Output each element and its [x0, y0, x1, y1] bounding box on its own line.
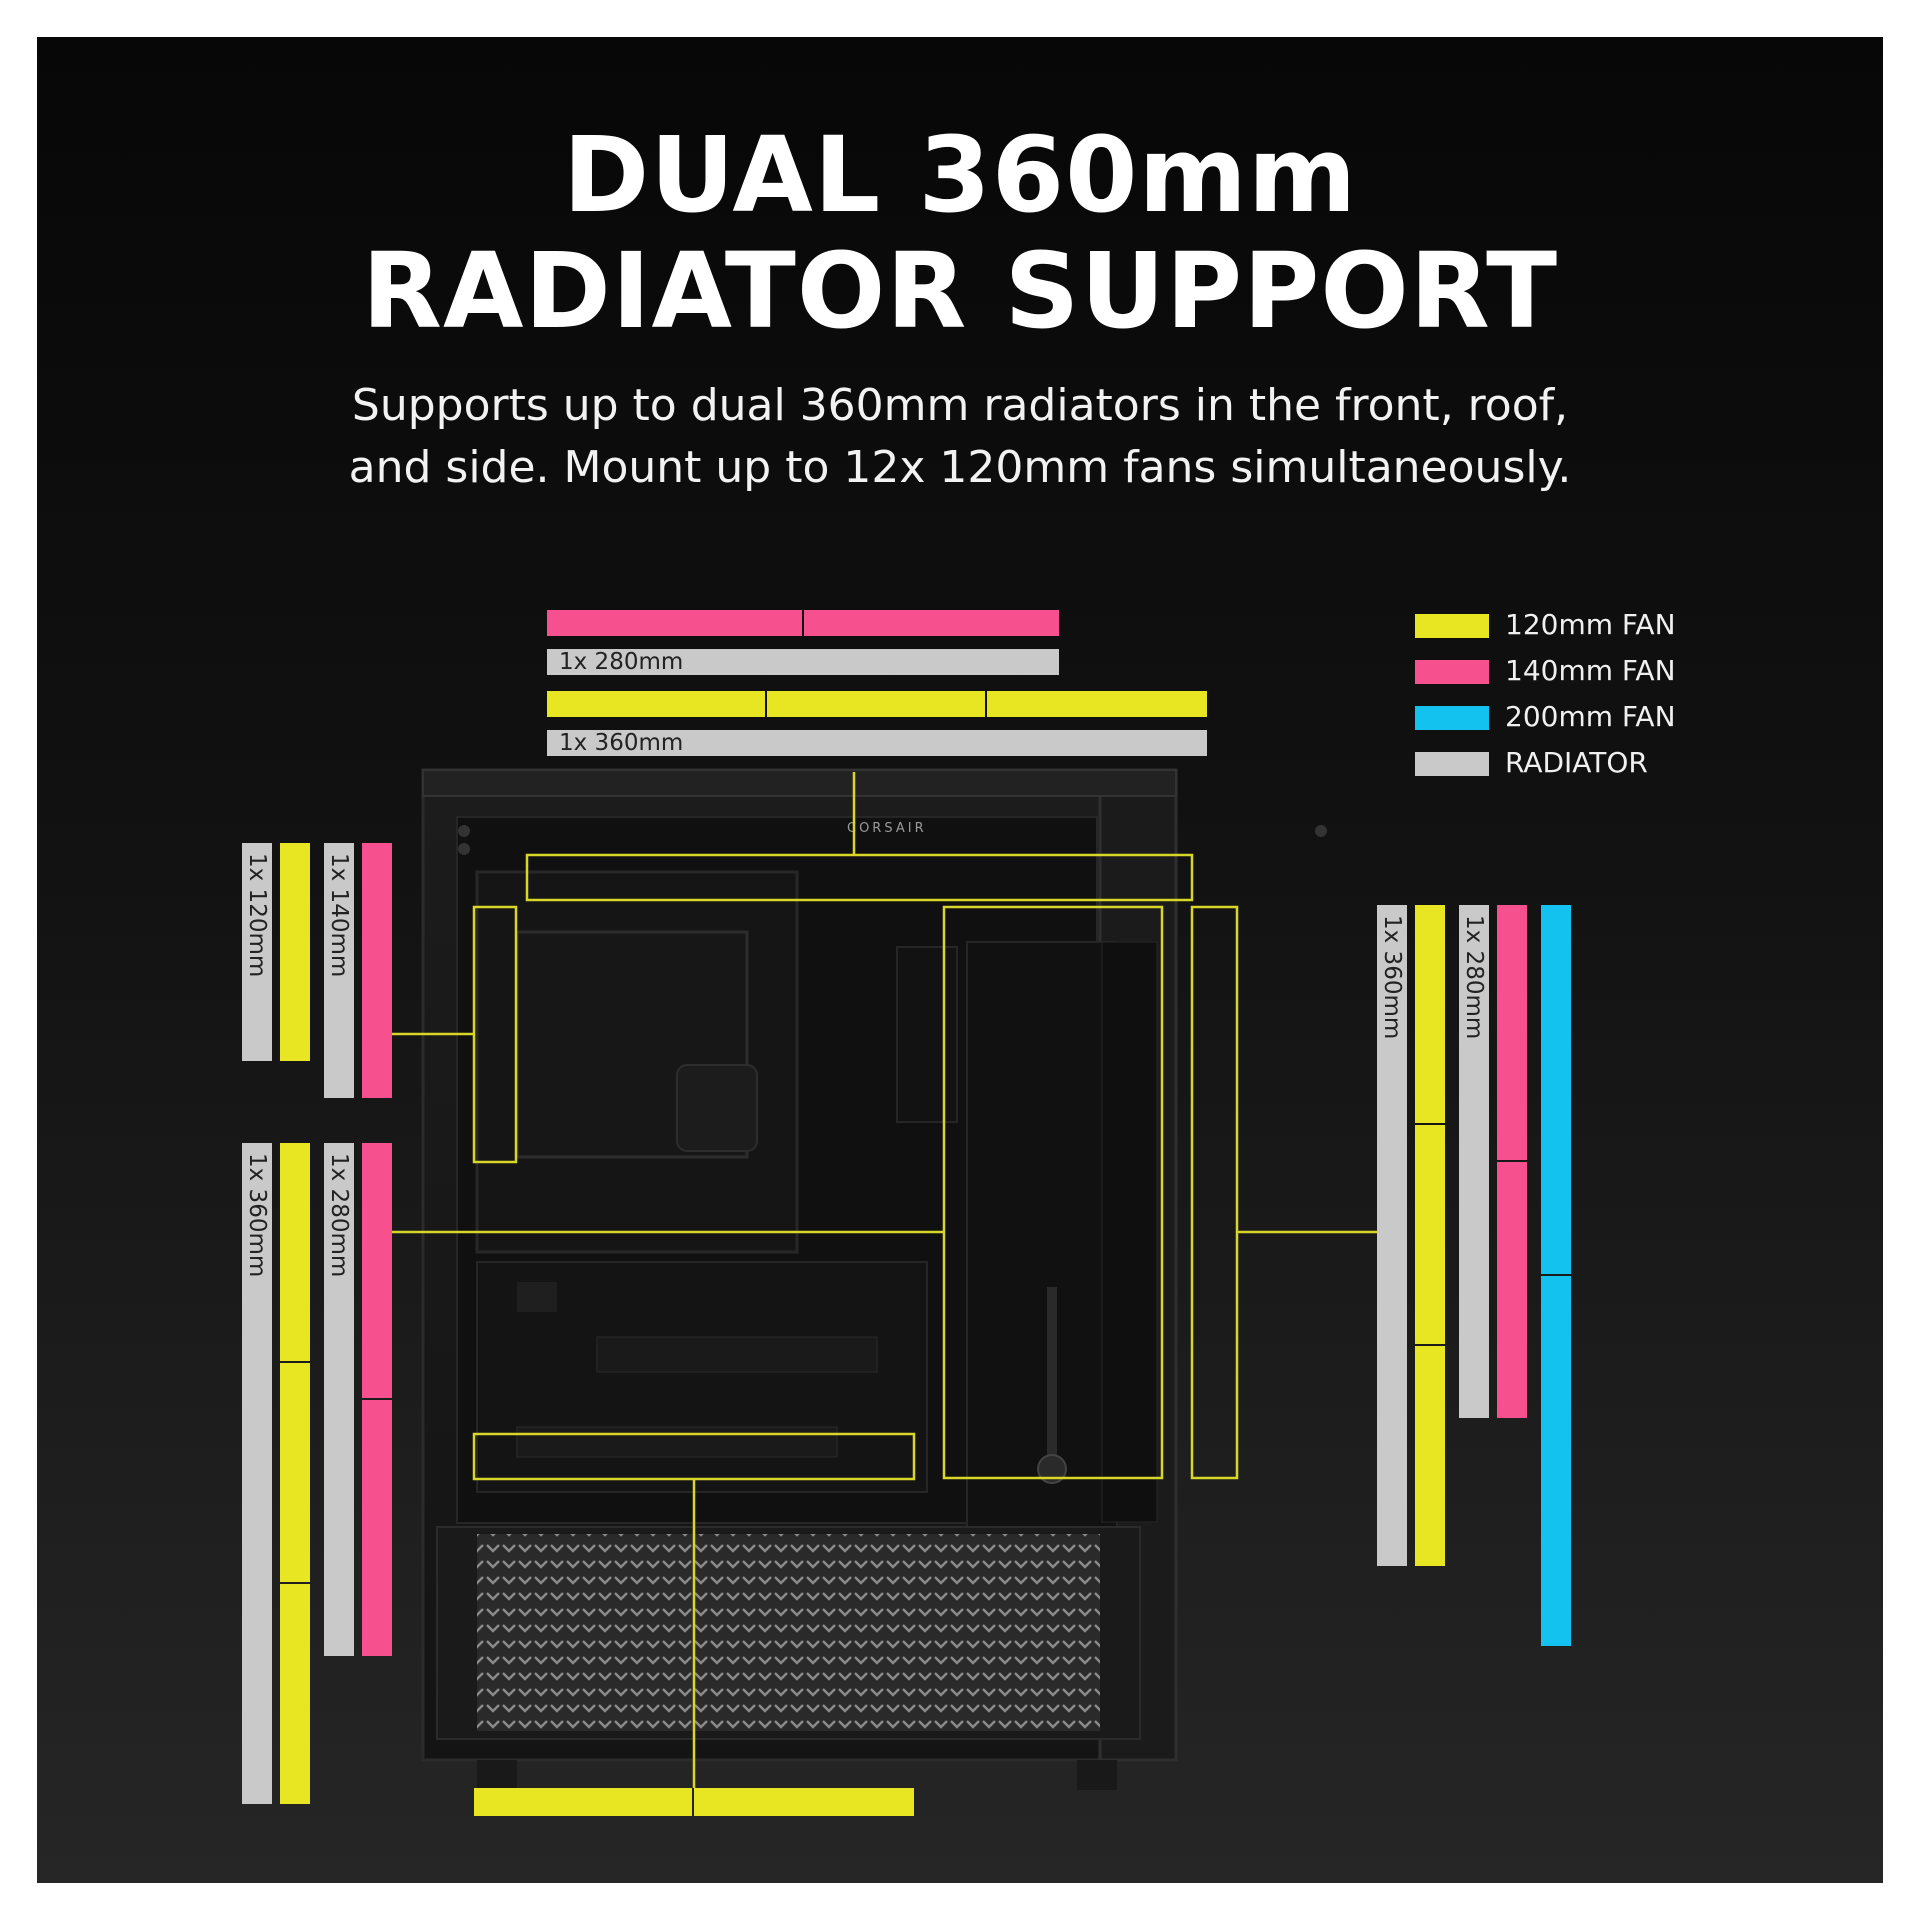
front-120mm-fan-3 — [280, 1584, 310, 1804]
legend-label: 200mm FAN — [1505, 700, 1676, 733]
top-280mm-radiator: 1x 280mm — [547, 649, 1059, 675]
top-mount-outline — [525, 853, 1194, 902]
legend-swatch-120mm — [1415, 614, 1489, 638]
front-mount-outline — [1190, 905, 1239, 1480]
bottom-120mm-fan-2 — [694, 1788, 914, 1816]
rear-140mm-label: 1x 140mm — [326, 853, 352, 978]
tray-rail — [516, 1426, 838, 1458]
front-280mm-label: 1x 280mm — [326, 1153, 352, 1278]
top-140mm-fan-2 — [804, 610, 1059, 636]
tray-hole — [517, 1282, 557, 1312]
case-top-plate — [422, 769, 1177, 797]
side-200mm-fan-1 — [1541, 905, 1571, 1274]
description: Supports up to dual 360mm radiators in t… — [37, 375, 1883, 499]
gpu-side-mount-outline — [942, 905, 1164, 1480]
legend-swatch-radiator — [1415, 752, 1489, 776]
side-360mm-radiator: 1x 360mm — [1377, 905, 1407, 1566]
legend-label: RADIATOR — [1505, 746, 1648, 779]
side-280mm-radiator: 1x 280mm — [1459, 905, 1489, 1418]
top-120mm-fan-3 — [987, 691, 1207, 717]
gpu-support-area — [966, 941, 1118, 1528]
top-360mm-radiator: 1x 360mm — [547, 730, 1207, 756]
top-140mm-fan-1 — [547, 610, 802, 636]
top-280mm-label: 1x 280mm — [559, 649, 684, 675]
side-140mm-fan-1 — [1497, 905, 1527, 1160]
side-280mm-label: 1x 280mm — [1461, 915, 1487, 1040]
top-360mm-label: 1x 360mm — [559, 730, 684, 756]
front-280mm-radiator: 1x 280mm — [324, 1143, 354, 1656]
description-line-2: and side. Mount up to 12x 120mm fans sim… — [348, 442, 1572, 493]
infographic-panel: DUAL 360mm RADIATOR SUPPORT Supports up … — [37, 37, 1883, 1883]
front-120mm-fan-2 — [280, 1363, 310, 1582]
side-360mm-label: 1x 360mm — [1379, 915, 1405, 1040]
front-120mm-fan-1 — [280, 1143, 310, 1361]
case-brand-label: CORSAIR — [847, 821, 927, 836]
mount-outlines — [392, 772, 1377, 1788]
description-line-1: Supports up to dual 360mm radiators in t… — [351, 380, 1569, 431]
case-foot — [477, 1760, 517, 1790]
front-140mm-fan-2 — [362, 1400, 392, 1656]
case-foot — [1077, 1760, 1117, 1790]
bottom-mount-outline — [472, 1432, 916, 1481]
side-200mm-fan-2 — [1541, 1276, 1571, 1646]
screw — [1315, 825, 1327, 837]
pc-case-illustration — [421, 768, 1327, 1790]
rear-140mm-fan — [362, 843, 392, 1098]
gpu-support-bar — [1047, 1287, 1057, 1467]
tray-rail — [596, 1336, 878, 1373]
rear-mount-outline — [472, 905, 518, 1164]
front-140mm-fan-1 — [362, 1143, 392, 1398]
screw — [458, 843, 470, 855]
rear-120mm-fan — [280, 843, 310, 1061]
rear-120mm-label: 1x 120mm — [244, 853, 270, 978]
side-120mm-fan-2 — [1415, 1125, 1445, 1344]
legend-swatch-140mm — [1415, 660, 1489, 684]
legend-label: 140mm FAN — [1505, 654, 1676, 687]
rear-140mm-radiator: 1x 140mm — [324, 843, 354, 1098]
screw — [458, 825, 470, 837]
cable-grommet — [896, 946, 958, 1123]
front-360mm-radiator: 1x 360mm — [242, 1143, 272, 1804]
thumbscrew — [1037, 1454, 1067, 1484]
page-title: DUAL 360mm RADIATOR SUPPORT — [37, 117, 1883, 349]
rear-120mm-radiator: 1x 120mm — [242, 843, 272, 1061]
title-line-1: DUAL 360mm — [562, 114, 1358, 236]
cpu-backplate — [676, 1064, 758, 1152]
bottom-120mm-fan-1 — [474, 1788, 692, 1816]
front-fan-area — [1101, 941, 1158, 1523]
title-line-2: RADIATOR SUPPORT — [361, 230, 1559, 352]
top-120mm-fan-1 — [547, 691, 765, 717]
side-120mm-fan-3 — [1415, 1346, 1445, 1566]
side-120mm-fan-1 — [1415, 905, 1445, 1123]
legend-label: 120mm FAN — [1505, 608, 1676, 641]
side-140mm-fan-2 — [1497, 1162, 1527, 1418]
front-mesh — [477, 1534, 1100, 1731]
front-360mm-label: 1x 360mm — [244, 1153, 270, 1278]
legend-swatch-200mm — [1415, 706, 1489, 730]
top-120mm-fan-2 — [767, 691, 985, 717]
